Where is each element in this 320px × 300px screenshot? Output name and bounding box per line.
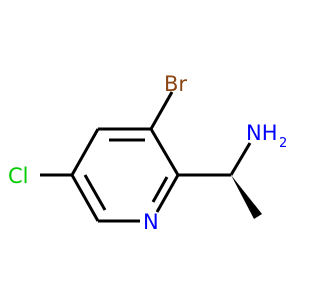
bond-lines bbox=[40, 91, 252, 223]
bond-c5-c6-inner bbox=[83, 174, 107, 211]
structure-diagram: Br Cl N NH 2 bbox=[8, 72, 287, 234]
bond-c4-c5 bbox=[70, 128, 100, 176]
bond-c3-br bbox=[149, 91, 174, 130]
atom-label-n: N bbox=[143, 210, 159, 234]
bond-n-c2-inner bbox=[151, 176, 169, 203]
bond-c2-c3 bbox=[149, 128, 180, 176]
molecule-canvas: Br Cl N NH 2 bbox=[8, 72, 288, 234]
bond-c5-c6 bbox=[70, 174, 100, 222]
atom-label-nh2-subscript: 2 bbox=[279, 136, 287, 151]
atom-label-br: Br bbox=[164, 72, 187, 96]
wedge-bond bbox=[231, 175, 262, 219]
bond-n-c2 bbox=[155, 174, 180, 213]
atom-label-cl: Cl bbox=[8, 164, 29, 188]
bond-chiral-n bbox=[229, 142, 252, 176]
atom-label-nh: NH bbox=[246, 121, 278, 145]
